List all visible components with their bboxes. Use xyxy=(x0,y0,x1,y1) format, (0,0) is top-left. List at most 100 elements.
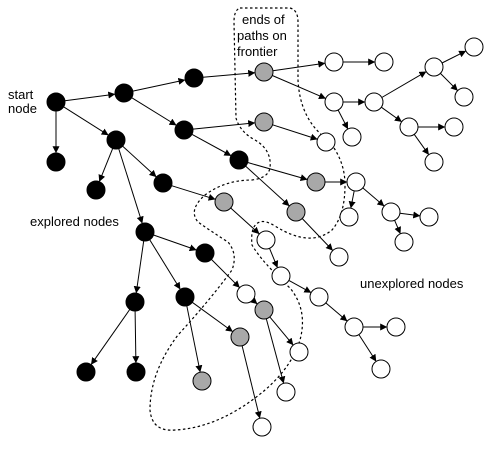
edge-arrow xyxy=(118,148,144,224)
unexplored-node xyxy=(276,382,296,402)
unexplored-node xyxy=(256,230,276,250)
edge-arrow xyxy=(133,240,145,294)
edge-arrow xyxy=(265,318,286,384)
start-node-label-line1: start xyxy=(8,87,34,102)
unexplored-node xyxy=(371,359,391,379)
edge-arrow xyxy=(269,248,279,268)
explored-node xyxy=(135,222,155,242)
edge-arrow xyxy=(241,345,262,419)
unexplored-node xyxy=(394,232,414,252)
edge-arrow xyxy=(272,60,326,72)
edge-arrow xyxy=(358,334,377,362)
edge-arrow xyxy=(98,148,114,182)
unexplored-node xyxy=(454,87,474,107)
unexplored-node xyxy=(329,247,349,267)
explored-node xyxy=(126,362,146,382)
unexplored-node xyxy=(424,152,444,172)
unexplored-node xyxy=(342,127,362,147)
tree-edges xyxy=(52,50,467,419)
unexplored-node xyxy=(289,342,309,362)
edge-arrow xyxy=(440,73,458,91)
unexplored-node xyxy=(419,207,439,227)
edge-arrow xyxy=(441,50,467,64)
edge-arrow xyxy=(149,239,181,290)
start-node xyxy=(46,92,66,112)
edge-arrow xyxy=(269,316,294,346)
explored-node xyxy=(153,173,173,193)
edge-arrow xyxy=(192,120,256,130)
edge-arrow xyxy=(301,218,333,251)
edge-arrow xyxy=(186,305,203,373)
tree-nodes xyxy=(46,37,484,437)
unexplored-node xyxy=(424,57,444,77)
explored-node xyxy=(114,83,134,103)
frontier-node xyxy=(306,172,326,192)
unexplored-node xyxy=(339,207,359,227)
edge-arrow xyxy=(191,133,232,156)
frontier-node xyxy=(192,371,212,391)
unexplored-node xyxy=(344,317,364,337)
edge-arrow xyxy=(132,77,186,92)
explored-node xyxy=(125,292,145,312)
explored-nodes-label: explored nodes xyxy=(30,214,119,229)
edge-arrow xyxy=(348,190,356,209)
edge-arrow xyxy=(64,91,116,102)
edge-arrow xyxy=(362,187,385,207)
frontier-node xyxy=(214,192,234,212)
edge-arrow xyxy=(381,106,402,122)
unexplored-node xyxy=(399,117,419,137)
explored-node xyxy=(174,120,194,140)
frontier-node xyxy=(254,62,274,82)
edge-arrow xyxy=(247,162,308,182)
edge-arrow xyxy=(249,296,258,305)
unexplored-node xyxy=(381,202,401,222)
unexplored-node xyxy=(346,172,366,192)
unexplored-node xyxy=(309,287,329,307)
edge-arrow xyxy=(245,165,290,207)
unexplored-node xyxy=(364,92,384,112)
frontier-node xyxy=(230,327,250,347)
edge-arrow xyxy=(413,134,429,155)
edge-arrow xyxy=(132,310,140,364)
start-node-label-line2: node xyxy=(8,101,37,116)
edge-arrow xyxy=(230,207,260,235)
unexplored-node xyxy=(324,92,344,112)
unexplored-node xyxy=(316,132,336,152)
unexplored-node xyxy=(464,37,484,57)
edge-arrow xyxy=(272,75,326,100)
edge-arrow xyxy=(325,302,348,322)
edge-arrow xyxy=(153,234,197,252)
unexplored-node xyxy=(324,52,344,72)
explored-node xyxy=(106,130,126,150)
unexplored-node xyxy=(374,52,394,72)
edge-arrow xyxy=(63,106,109,136)
unexplored-node xyxy=(271,266,291,286)
unexplored-node xyxy=(252,417,272,437)
explored-node xyxy=(46,152,66,172)
unexplored-node xyxy=(236,284,256,304)
edge-arrow xyxy=(394,220,401,234)
edge-arrow xyxy=(90,309,131,365)
frontier-node xyxy=(254,112,274,132)
unexplored-nodes-label: unexplored nodes xyxy=(360,276,464,291)
frontier-label-line2: paths on xyxy=(237,28,287,43)
explored-node xyxy=(86,180,106,200)
edge-arrow xyxy=(171,185,216,201)
edge-arrow xyxy=(131,97,177,126)
edge-arrow xyxy=(337,109,349,130)
explored-node xyxy=(175,287,195,307)
frontier-label-line1: ends of xyxy=(242,12,285,27)
explored-node xyxy=(195,243,215,263)
frontier-node xyxy=(286,202,306,222)
edge-arrow xyxy=(122,145,157,178)
explored-node xyxy=(76,362,96,382)
edge-arrow xyxy=(288,279,312,293)
unexplored-node xyxy=(444,117,464,137)
edge-arrow xyxy=(381,71,427,98)
edge-arrow xyxy=(399,211,421,219)
explored-node xyxy=(229,150,249,170)
edge-arrow xyxy=(211,259,240,288)
edge-arrow xyxy=(202,69,256,78)
edge-arrow xyxy=(192,301,233,332)
